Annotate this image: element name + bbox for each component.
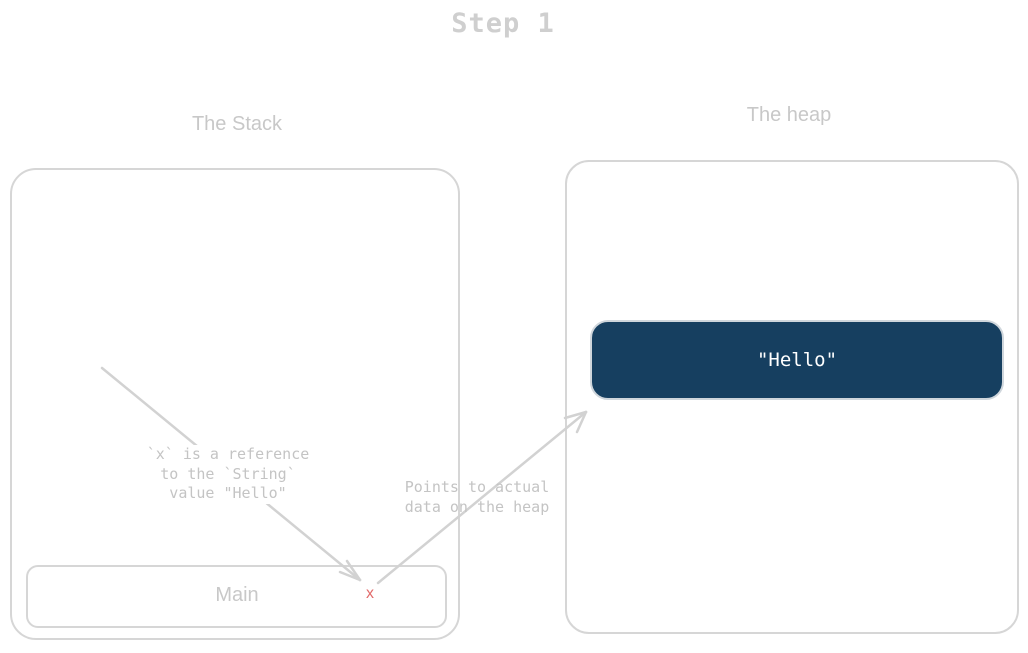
diagram-title: Step 1 [451, 8, 555, 39]
stack-label: The Stack [191, 113, 283, 135]
heap-label: The heap [746, 104, 832, 126]
main-stack-frame [26, 565, 447, 628]
stack-container [10, 168, 460, 640]
heap-string-value: "Hello" [590, 320, 1004, 400]
heap-container [565, 160, 1019, 634]
reference-annotation: `x` is a reference to the `String` value… [118, 445, 338, 504]
variable-x: x [366, 585, 374, 602]
heap-pointer-annotation: Points to actual data on the heap [404, 478, 550, 516]
main-frame-label: Main [215, 584, 259, 606]
heap-string-text: "Hello" [756, 349, 838, 371]
pointer-arrow [376, 410, 588, 585]
